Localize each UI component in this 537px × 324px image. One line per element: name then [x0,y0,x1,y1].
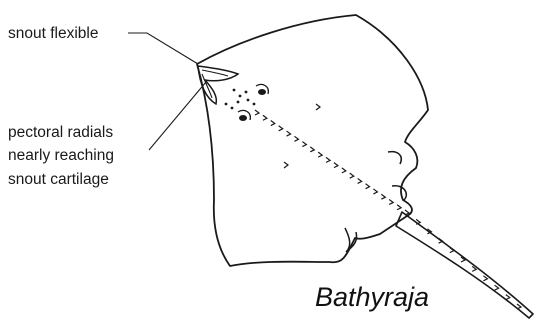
thorn-17 [381,194,385,199]
thorn-18 [389,199,393,204]
thorn-9 [318,152,322,157]
thorn-5 [287,131,291,136]
thorn-27 [483,276,487,281]
thorn-16 [373,189,377,194]
thorn-14 [358,178,362,183]
snout-leader-line [128,33,198,64]
thorn-10 [326,157,330,162]
label-pectoral-line1: pectoral radials [8,124,113,141]
label-snout-flexible: snout flexible [8,25,98,42]
label-pectoral-line3: snout cartilage [8,171,109,188]
midline-thorns [255,110,521,309]
thorn-3 [271,121,275,126]
snout-pores [225,89,256,110]
label-pectoral-line2: nearly reaching [8,147,114,164]
thorn-1 [255,110,259,115]
thorn-15 [366,184,370,189]
skate-body-outline [197,15,428,266]
eye-right [239,115,247,121]
scapular-thorn-top [316,104,320,110]
thorn-30 [517,304,521,309]
scapular-thorn-bottom [284,162,288,168]
thorn-28 [495,285,499,290]
thorn-7 [302,142,306,147]
thorn-11 [334,163,338,168]
genus-name: Bathyraja [315,282,429,312]
thorn-4 [279,126,283,131]
thorn-8 [310,147,314,152]
posterior-lobe [388,152,406,200]
thorn-19 [397,205,401,210]
pectoral-leader-line [149,82,206,150]
thorn-29 [506,295,510,300]
eye-left [258,89,266,95]
thorn-2 [263,115,267,120]
thorn-6 [294,136,298,141]
thorn-13 [350,173,354,178]
thorn-12 [342,168,346,173]
